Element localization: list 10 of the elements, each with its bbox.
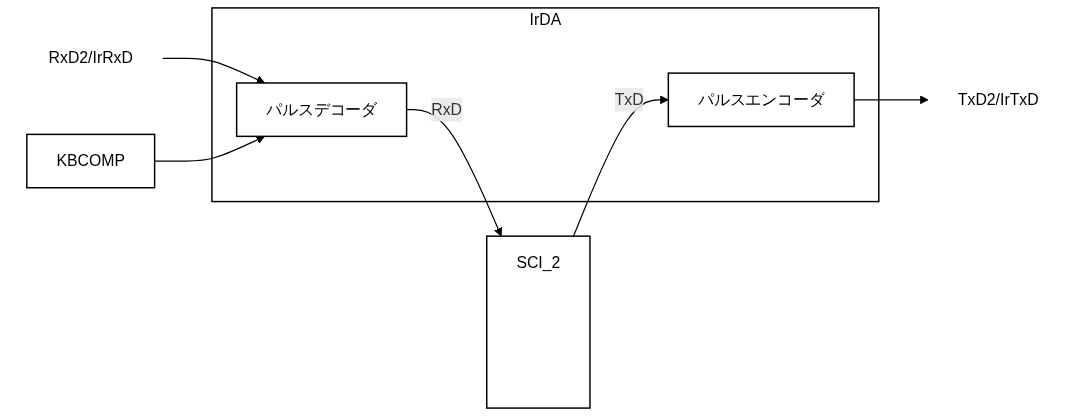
edge-label: TxD [615, 90, 645, 108]
edge-label: RxD [431, 100, 463, 118]
arrow [162, 57, 266, 84]
node-box: パルスデコーダ [236, 82, 408, 138]
node-text: TxD2/IrTxD [958, 90, 1040, 108]
arrow [406, 109, 503, 237]
node-box: パルスエンコーダ [668, 72, 856, 128]
node-text: RxD2/IrRxD [48, 49, 134, 67]
node-box: KBCOMP [26, 133, 156, 189]
node-box: SCI_2 [486, 235, 592, 409]
